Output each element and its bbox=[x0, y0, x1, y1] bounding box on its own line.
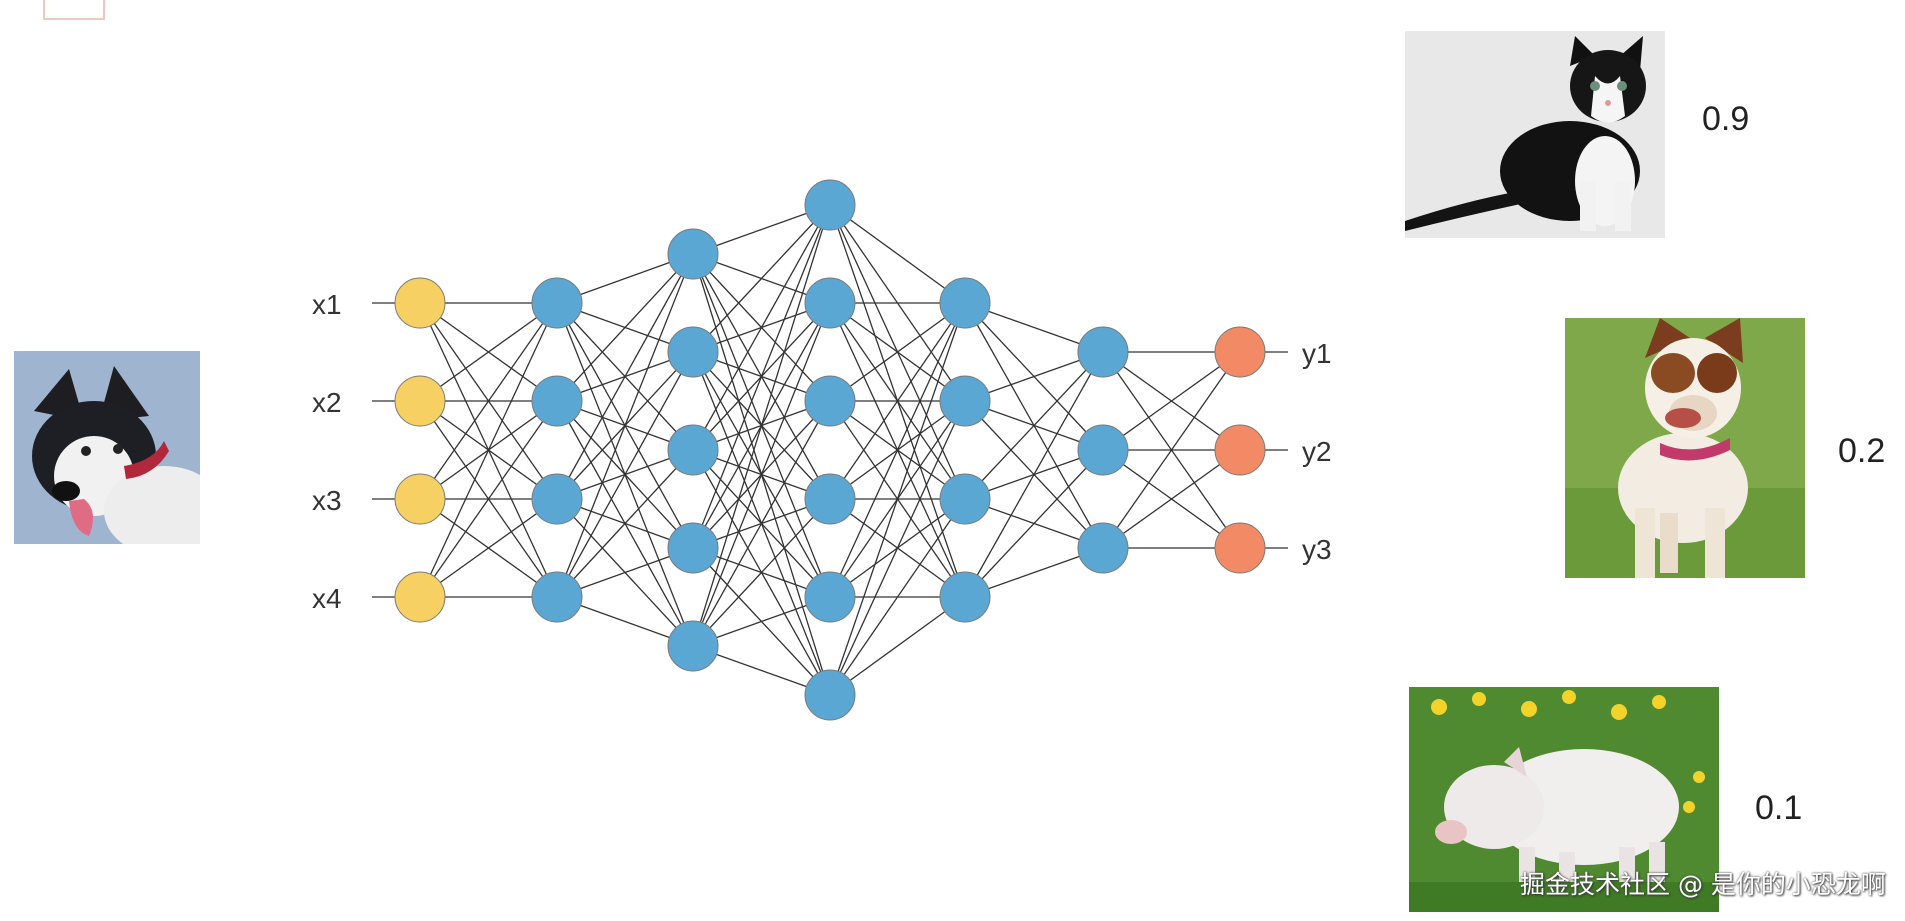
connection-line bbox=[692, 204, 831, 353]
connection-line bbox=[692, 498, 831, 647]
connection-line bbox=[556, 449, 694, 598]
connection-line bbox=[829, 302, 966, 598]
husky-photo bbox=[14, 351, 200, 544]
hidden-node bbox=[667, 522, 719, 574]
connection-line bbox=[829, 302, 966, 402]
connection-line bbox=[692, 204, 831, 451]
hidden-node bbox=[804, 277, 856, 329]
hidden-node bbox=[667, 424, 719, 476]
network-connections bbox=[372, 204, 1288, 696]
connection-line bbox=[964, 449, 1104, 598]
output-label: y2 bbox=[1302, 436, 1332, 467]
connection-line bbox=[556, 351, 694, 598]
connection-line bbox=[419, 498, 558, 598]
corner-frame bbox=[43, 0, 105, 20]
connection-line bbox=[692, 204, 831, 549]
connection-line bbox=[829, 302, 966, 500]
hidden-node bbox=[804, 669, 856, 721]
connection-line bbox=[1102, 449, 1241, 549]
input-label: x4 bbox=[312, 583, 342, 614]
connection-line bbox=[692, 302, 831, 647]
output-node bbox=[1214, 424, 1266, 476]
output-node bbox=[1214, 522, 1266, 574]
output-label: y1 bbox=[1302, 338, 1332, 369]
input-node bbox=[394, 277, 446, 329]
connection-line bbox=[556, 253, 694, 598]
hidden-node bbox=[804, 571, 856, 623]
pig-score: 0.1 bbox=[1755, 789, 1803, 827]
connection-line bbox=[419, 302, 558, 402]
connection-line bbox=[829, 596, 966, 696]
connection-line bbox=[1102, 351, 1241, 549]
hidden-node bbox=[1077, 522, 1129, 574]
dog-photo bbox=[1565, 318, 1805, 578]
hidden-node bbox=[667, 326, 719, 378]
pig-photo bbox=[1409, 687, 1719, 912]
output-label: y3 bbox=[1302, 534, 1332, 565]
hidden-node bbox=[804, 375, 856, 427]
hidden-node bbox=[531, 277, 583, 329]
output-node bbox=[1214, 326, 1266, 378]
input-node bbox=[394, 375, 446, 427]
hidden-node bbox=[1077, 424, 1129, 476]
hidden-node bbox=[939, 473, 991, 525]
input-label: x2 bbox=[312, 387, 342, 418]
hidden-node bbox=[667, 228, 719, 280]
input-label: x1 bbox=[312, 289, 342, 320]
connection-line bbox=[829, 302, 966, 696]
hidden-node bbox=[804, 473, 856, 525]
connection-line bbox=[556, 253, 694, 500]
connection-line bbox=[556, 253, 694, 402]
network-nodes bbox=[394, 179, 1266, 721]
connection-line bbox=[1102, 351, 1241, 451]
connection-line bbox=[692, 400, 831, 647]
dog-score: 0.2 bbox=[1838, 432, 1886, 470]
connection-line bbox=[419, 302, 558, 598]
cat-photo bbox=[1405, 31, 1665, 238]
connection-line bbox=[829, 204, 966, 304]
hidden-node bbox=[531, 473, 583, 525]
hidden-node bbox=[531, 375, 583, 427]
connection-line bbox=[829, 498, 966, 696]
hidden-node bbox=[939, 375, 991, 427]
connection-line bbox=[964, 351, 1104, 598]
hidden-node bbox=[939, 277, 991, 329]
connection-line bbox=[692, 204, 831, 647]
hidden-node bbox=[804, 179, 856, 231]
connection-line bbox=[419, 400, 558, 598]
connection-line bbox=[964, 351, 1104, 500]
cat-score: 0.9 bbox=[1702, 100, 1750, 138]
hidden-node bbox=[1077, 326, 1129, 378]
input-label: x3 bbox=[312, 485, 342, 516]
connection-line bbox=[829, 400, 966, 696]
hidden-node bbox=[667, 620, 719, 672]
watermark: 掘金技术社区 @ 是你的小恐龙啊 bbox=[1520, 870, 1886, 899]
hidden-node bbox=[939, 571, 991, 623]
hidden-node bbox=[531, 571, 583, 623]
input-node bbox=[394, 473, 446, 525]
connection-line bbox=[419, 302, 558, 500]
input-node bbox=[394, 571, 446, 623]
